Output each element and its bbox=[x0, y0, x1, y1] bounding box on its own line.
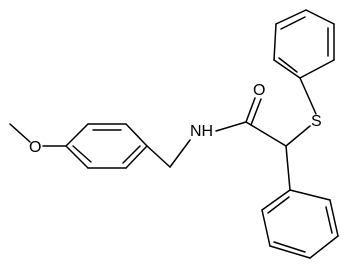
bond bbox=[169, 139, 191, 168]
bond bbox=[285, 145, 291, 191]
oxygen-methoxy-label: O bbox=[29, 139, 41, 156]
carbonyl-oxygen-label: O bbox=[253, 82, 265, 99]
bond bbox=[9, 123, 31, 143]
bond bbox=[285, 125, 311, 147]
phenyl-ring-lower bbox=[261, 189, 339, 259]
bond bbox=[215, 121, 247, 132]
bond bbox=[299, 77, 317, 115]
phenyl-ring-upper bbox=[273, 9, 335, 79]
bond bbox=[250, 98, 262, 126]
bond bbox=[146, 145, 171, 168]
bond bbox=[245, 97, 256, 123]
bond bbox=[245, 121, 287, 147]
methoxyphenyl-ring bbox=[65, 123, 148, 169]
amide-nitrogen-label: NH bbox=[190, 123, 213, 140]
sulfur-label: S bbox=[311, 113, 322, 130]
